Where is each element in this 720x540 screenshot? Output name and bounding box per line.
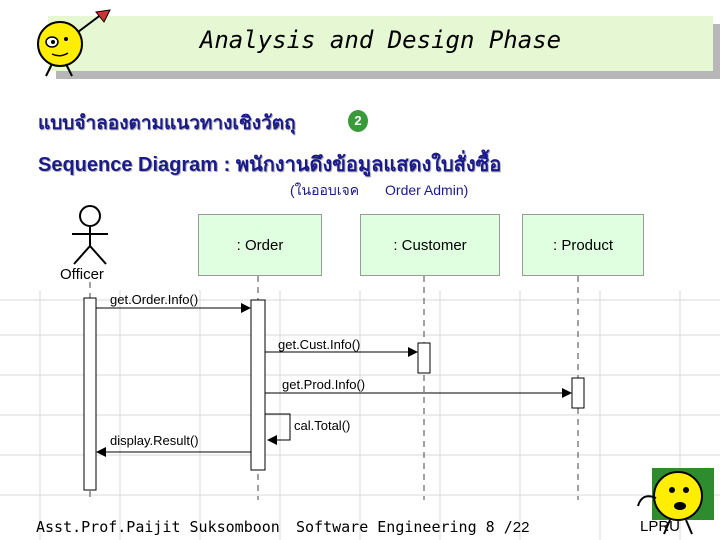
message-get-cust-info: get.Cust.Info() bbox=[278, 337, 361, 352]
thai-heading: แบบจำลองตามแนวทางเชิงวัตถุ bbox=[38, 113, 296, 134]
object-product: : Product bbox=[522, 214, 644, 276]
mascot-icon bbox=[37, 9, 111, 77]
footer-page-number: 22 bbox=[512, 519, 530, 536]
object-order: : Order bbox=[198, 214, 322, 276]
footer-course: Software Engineering 8 /22 bbox=[296, 518, 529, 536]
slide-title: Analysis and Design Phase bbox=[199, 26, 562, 54]
activation-product bbox=[571, 377, 585, 409]
step-badge: 2 bbox=[348, 110, 368, 132]
object-customer: : Customer bbox=[360, 214, 500, 276]
message-get-prod-info: get.Prod.Info() bbox=[282, 377, 366, 392]
subtitle-thai: (ในออบเจค bbox=[290, 182, 360, 198]
footer-course-label: Software Engineering 8 / bbox=[296, 518, 513, 536]
activation-officer bbox=[83, 297, 97, 491]
actor-label: Officer bbox=[60, 266, 104, 283]
message-arrow-cal-total bbox=[265, 413, 291, 445]
subtitle-en: Order Admin) bbox=[385, 182, 469, 198]
message-display-result: display.Result() bbox=[110, 433, 199, 448]
activation-order bbox=[250, 299, 266, 471]
footer-author: Asst.Prof.Paijit Suksomboon bbox=[36, 518, 280, 536]
diagram-subtitle: (ในออบเจค Order Admin) bbox=[290, 180, 468, 202]
message-get-order-info: get.Order.Info() bbox=[110, 292, 199, 307]
mascot-worried-icon bbox=[637, 468, 714, 535]
footer-org: LPRU bbox=[640, 518, 681, 535]
sequence-heading: Sequence Diagram : พนักงานดึงข้อมูลแสดงใ… bbox=[38, 154, 502, 176]
message-cal-total: cal.Total() bbox=[294, 418, 351, 433]
actor-stick-figure-icon bbox=[72, 205, 108, 265]
title-band bbox=[48, 16, 713, 71]
activation-customer bbox=[417, 342, 431, 374]
